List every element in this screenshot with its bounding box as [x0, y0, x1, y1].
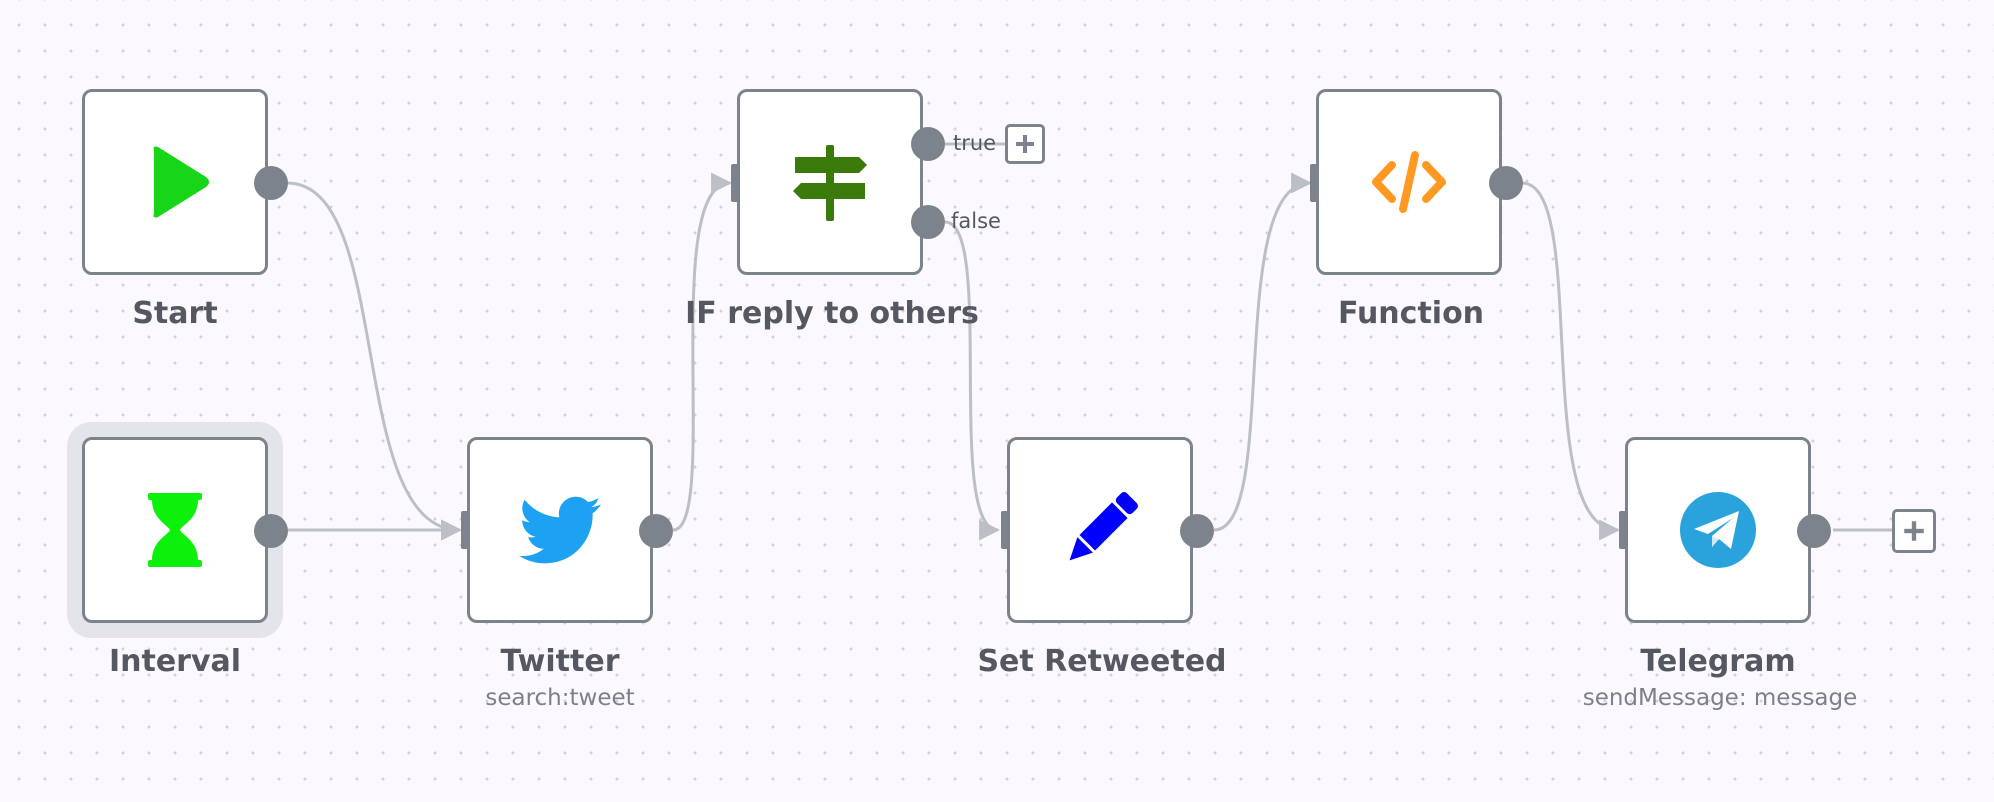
node-if-true-output-handle[interactable]: [911, 127, 945, 161]
node-interval-output-handle[interactable]: [254, 514, 288, 548]
telegram-icon: [1680, 492, 1756, 568]
node-function[interactable]: [1316, 89, 1502, 275]
pencil-icon: [1069, 492, 1138, 561]
node-set-retweeted[interactable]: [1007, 437, 1193, 623]
node-start-label: Start: [132, 296, 218, 331]
node-telegram-label: Telegram: [1640, 644, 1796, 679]
connection-if-false-set[interactable]: [944, 220, 1001, 541]
node-interval[interactable]: [82, 437, 268, 623]
node-telegram-subtitle: sendMessage: message: [1582, 685, 1858, 711]
node-twitter[interactable]: [467, 437, 653, 623]
node-start-output-handle[interactable]: [254, 166, 288, 200]
signpost-icon: [793, 145, 867, 221]
node-if-false-label: false: [951, 209, 1001, 233]
add-node-button-if-true[interactable]: [1005, 124, 1045, 164]
hourglass-icon: [148, 493, 202, 567]
plus-icon: [1904, 521, 1924, 541]
node-telegram[interactable]: [1625, 437, 1811, 623]
code-icon: [1372, 151, 1446, 213]
plus-icon: [1016, 135, 1034, 153]
twitter-bird-icon: [519, 496, 601, 564]
node-set-retweeted-label: Set Retweeted: [977, 644, 1227, 679]
connection-twitter-if[interactable]: [672, 172, 733, 532]
node-twitter-output-handle[interactable]: [639, 514, 673, 548]
node-twitter-subtitle: search:tweet: [485, 685, 635, 711]
connection-function-telegram[interactable]: [1521, 181, 1621, 541]
play-icon: [153, 146, 209, 218]
node-function-label: Function: [1337, 296, 1485, 331]
node-function-output-handle[interactable]: [1489, 166, 1523, 200]
node-set-output-handle[interactable]: [1180, 514, 1214, 548]
node-twitter-label: Twitter: [500, 644, 620, 679]
node-if[interactable]: [737, 89, 923, 275]
node-interval-label: Interval: [108, 644, 242, 679]
node-if-label: IF reply to others: [685, 296, 979, 331]
add-node-button-telegram[interactable]: [1892, 509, 1936, 553]
connection-set-function[interactable]: [1213, 172, 1313, 532]
node-telegram-output-handle[interactable]: [1797, 514, 1831, 548]
node-start[interactable]: [82, 89, 268, 275]
node-if-false-output-handle[interactable]: [911, 205, 945, 239]
connection-start-twitter[interactable]: [286, 181, 463, 541]
node-if-true-label: true: [953, 131, 997, 155]
